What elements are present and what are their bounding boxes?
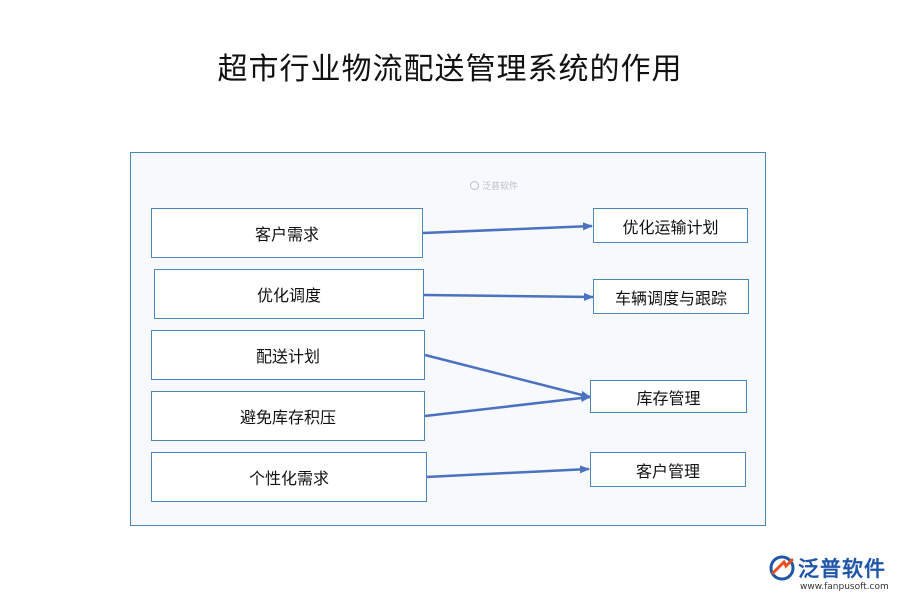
- watermark-logo-icon: [470, 181, 479, 190]
- node-vehicle-dispatch-tracking: 车辆调度与跟踪: [593, 279, 749, 314]
- node-avoid-overstock: 避免库存积压: [151, 391, 425, 441]
- node-label: 优化调度: [256, 286, 321, 305]
- fanpu-logo-icon: [769, 555, 795, 581]
- node-customer-management: 客户管理: [590, 452, 746, 487]
- brand-logo: 泛普软件 www.fanpusoft.com: [768, 552, 893, 592]
- node-optimized-dispatch: 优化调度: [154, 269, 424, 319]
- node-label: 个性化需求: [248, 469, 329, 488]
- node-inventory-management: 库存管理: [590, 380, 747, 413]
- watermark-text: 泛普软件: [482, 182, 519, 192]
- node-label: 避免库存积压: [239, 408, 336, 427]
- node-label: 客户管理: [635, 461, 700, 481]
- node-label: 车辆调度与跟踪: [614, 288, 727, 308]
- inner-watermark: 泛普软件: [470, 179, 518, 192]
- diagram-title: 超市行业物流配送管理系统的作用: [217, 52, 683, 87]
- node-delivery-plan: 配送计划: [151, 330, 425, 380]
- logo-url: www.fanpusoft.com: [800, 582, 889, 592]
- node-personalized-demand: 个性化需求: [151, 452, 427, 502]
- node-optimized-transport-plan: 优化运输计划: [593, 208, 748, 243]
- node-customer-demand: 客户需求: [151, 208, 423, 258]
- node-label: 优化运输计划: [622, 217, 719, 237]
- node-label: 库存管理: [636, 388, 701, 408]
- node-label: 配送计划: [255, 347, 320, 366]
- logo-name: 泛普软件: [798, 557, 886, 581]
- node-label: 客户需求: [254, 225, 319, 244]
